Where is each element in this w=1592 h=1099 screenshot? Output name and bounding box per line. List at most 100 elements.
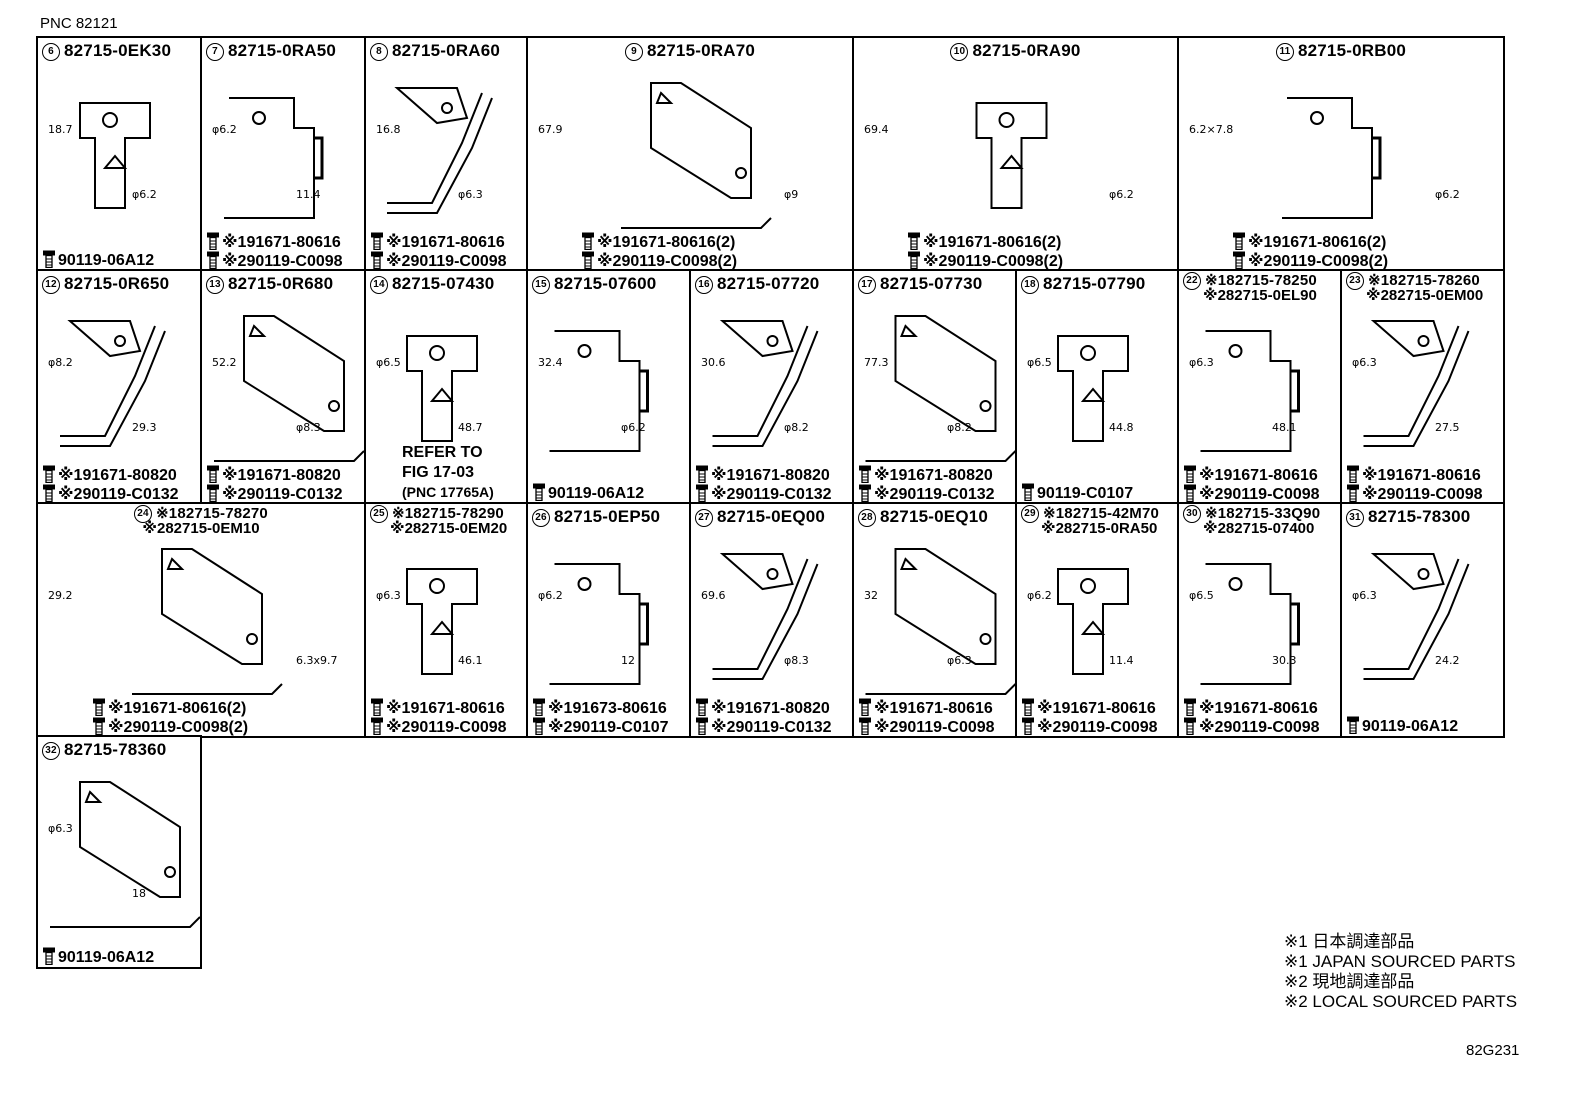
dimension-label: φ8.2 <box>784 421 809 434</box>
fastener-part-text: ※290119-C0132 <box>874 486 995 503</box>
bolt-icon <box>696 717 708 735</box>
legend-line: ※1 日本調達部品 <box>1284 932 1415 951</box>
dimension-label: φ6.5 <box>1189 589 1214 602</box>
bolt-icon <box>533 698 545 716</box>
dimension-label: 69.4 <box>864 123 889 136</box>
bolt-icon <box>696 484 708 502</box>
part-number: 82715-07430 <box>392 274 495 293</box>
part-number: 82715-0EQ10 <box>880 507 989 526</box>
bolt-icon <box>1347 484 1359 502</box>
fastener-part-text: ※290119-C0098 <box>386 253 507 270</box>
bracket-drawing <box>214 315 364 462</box>
fastener-part-text: ※191671-80616 <box>1037 700 1156 717</box>
fastener-part-number: ※290119-C0132 <box>695 484 832 503</box>
part-number-header: 29※182715-42M70 <box>1021 504 1159 523</box>
bolt-icon <box>859 698 871 716</box>
part-number: 82715-0RA70 <box>646 41 756 60</box>
dimension-label: 29.3 <box>132 421 157 434</box>
fastener-part-number: ※191671-80616 <box>206 232 341 252</box>
fastener-part-text: ※191671-80616(2) <box>923 234 1062 251</box>
fastener-part-number: 90119-06A12 <box>42 250 154 270</box>
dimension-label: φ8.2 <box>48 356 73 369</box>
figure-id: 82G231 <box>1466 1042 1520 1059</box>
bolt-icon <box>1022 698 1034 716</box>
fastener-part-number: 90119-06A12 <box>1346 716 1458 736</box>
bolt-icon <box>908 251 920 269</box>
fastener-part-number: ※191671-80616(2) <box>1232 232 1386 252</box>
fastener-part-text: ※290119-C0098(2) <box>1248 253 1389 270</box>
fastener-part-text: ※290119-C0132 <box>58 486 179 503</box>
fastener-part-number: 90119-C0107 <box>1021 483 1133 503</box>
bolt-icon <box>1184 698 1196 716</box>
fastener-part-number: ※290119-C0098 <box>206 251 343 270</box>
bolt-icon <box>1184 484 1196 502</box>
dimension-label: φ6.3 <box>1352 356 1377 369</box>
dimension-label: φ9 <box>784 188 799 201</box>
part-number: ※182715-78250 <box>1205 272 1317 289</box>
bracket-drawing <box>387 87 493 214</box>
bolt-icon <box>1347 465 1359 483</box>
fastener-part-number: ※290119-C0132 <box>206 484 343 503</box>
bracket-drawing <box>1363 553 1470 680</box>
item-number-badge: 9 <box>624 43 643 61</box>
part-number: 82715-07730 <box>880 274 983 293</box>
item-number-badge: 24 <box>134 505 153 523</box>
part-number: 82715-07600 <box>554 274 657 293</box>
bolt-icon <box>43 947 55 965</box>
fastener-part-number: ※290119-C0098 <box>1021 717 1158 736</box>
item-number-badge: 8 <box>370 43 388 61</box>
fastener-part-text: ※191671-80616 <box>1199 700 1318 717</box>
item-number-badge: 15 <box>532 276 550 294</box>
part-number: 82715-0RB00 <box>1297 41 1407 60</box>
dimension-label: φ6.3 <box>1352 589 1377 602</box>
bolt-icon <box>1233 251 1245 269</box>
part-number: 82715-0EQ00 <box>717 507 826 526</box>
dimension-label: 30.3 <box>1272 654 1297 667</box>
part-number: 82715-07790 <box>1043 274 1146 293</box>
fastener-part-text: ※290119-C0098(2) <box>108 719 249 736</box>
fastener-part-number: ※191671-80820 <box>695 698 830 718</box>
part-number-alt: ※282715-07400 <box>1203 520 1315 537</box>
bolt-icon <box>371 232 383 250</box>
fastener-part-text: ※290119-C0132 <box>711 486 832 503</box>
dimension-label: 67.9 <box>538 123 563 136</box>
dimension-label: 52.2 <box>212 356 237 369</box>
part-number: 82715-78360 <box>64 740 167 759</box>
bracket-drawing <box>975 102 1048 209</box>
dimension-label: 30.6 <box>701 356 726 369</box>
dimension-label: 69.6 <box>701 589 726 602</box>
fastener-part-number: ※290119-C0098 <box>1183 717 1320 736</box>
bracket-drawing <box>621 82 772 229</box>
fastener-part-text: ※290119-C0098(2) <box>923 253 1064 270</box>
bolt-icon <box>859 484 871 502</box>
part-number: ※182715-42M70 <box>1043 505 1160 522</box>
fastener-part-text: 90119-C0107 <box>1037 485 1134 502</box>
bracket-drawing <box>1057 335 1129 442</box>
fastener-part-text: ※290119-C0098 <box>874 719 995 736</box>
bolt-icon <box>533 483 545 501</box>
dimension-label: 27.5 <box>1435 421 1460 434</box>
bracket-drawing <box>1057 568 1129 675</box>
item-number-badge: 29 <box>1021 505 1039 523</box>
fastener-part-text: ※191671-80820 <box>874 467 993 484</box>
dimension-label: 18 <box>132 887 146 900</box>
fastener-part-text: ※191673-80616 <box>548 700 667 717</box>
fastener-part-number: ※290119-C0098 <box>1183 484 1320 503</box>
